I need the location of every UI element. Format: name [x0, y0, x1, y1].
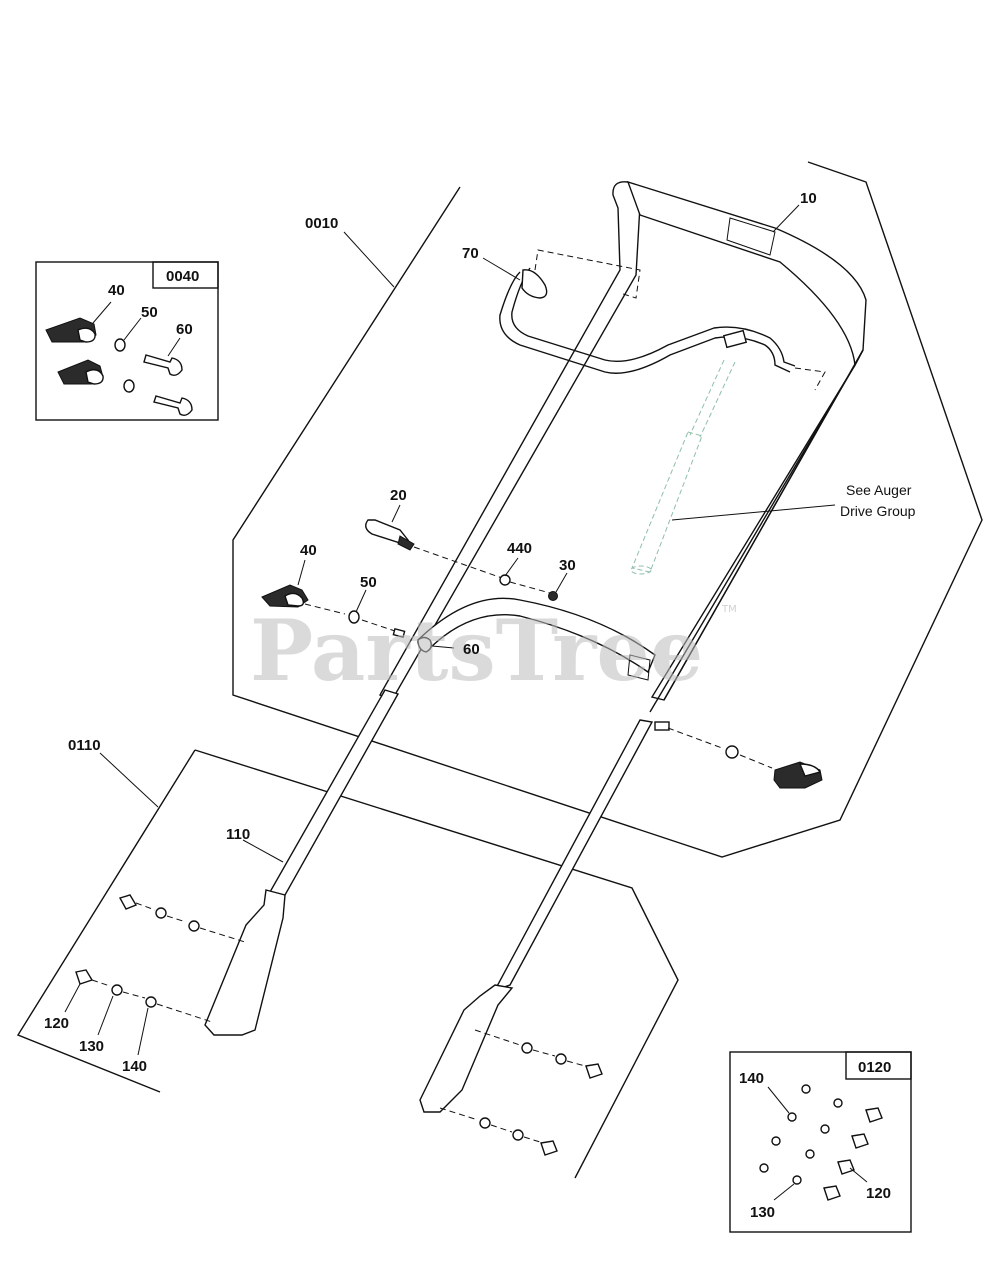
- box-0040-parts: [45, 317, 193, 417]
- pin-20: [365, 519, 558, 601]
- lower-handle: [204, 597, 656, 1113]
- watermark-trademark: TM: [721, 604, 737, 615]
- watermark-text: PartsTree: [250, 601, 703, 700]
- label-0040: 0040: [166, 268, 199, 285]
- label-440: 440: [507, 540, 532, 557]
- label-10: 10: [800, 190, 817, 207]
- label-20: 20: [390, 487, 407, 504]
- label-140-left: 140: [122, 1058, 147, 1075]
- label-120-box: 120: [866, 1185, 891, 1202]
- upper-handle: [379, 180, 867, 713]
- fasteners-lower-left: [75, 894, 246, 1023]
- label-50-main: 50: [360, 574, 377, 591]
- label-60-main: 60: [463, 641, 480, 658]
- label-110: 110: [226, 826, 250, 843]
- knob-40-right: [654, 721, 823, 789]
- box-0040: [35, 261, 219, 421]
- group-0110-outline: [16, 749, 679, 1179]
- label-60-box: 60: [176, 321, 193, 338]
- auger-drive-rod-ghost: [630, 359, 836, 575]
- box-0120-parts: [759, 1084, 883, 1201]
- label-130-box: 130: [750, 1204, 775, 1221]
- label-30: 30: [559, 557, 576, 574]
- knob-40-left: [261, 584, 433, 653]
- fasteners-lower-right: [439, 1029, 603, 1156]
- label-120-left: 120: [44, 1015, 69, 1032]
- group-0010-outline: [232, 161, 983, 858]
- label-40-main: 40: [300, 542, 317, 559]
- leader-lines: [64, 204, 868, 1201]
- label-40-box: 40: [108, 282, 125, 299]
- bail-70: [499, 249, 826, 391]
- label-0120: 0120: [858, 1059, 891, 1076]
- label-70: 70: [462, 245, 479, 262]
- auger-note-line2: Drive Group: [840, 503, 916, 519]
- label-50-box: 50: [141, 304, 158, 321]
- label-130-left: 130: [79, 1038, 104, 1055]
- label-0110: 0110: [68, 737, 101, 754]
- label-0010: 0010: [305, 215, 338, 232]
- auger-note-line1: See Auger: [846, 482, 912, 498]
- label-140-box: 140: [739, 1070, 764, 1087]
- box-0120: [729, 1051, 912, 1233]
